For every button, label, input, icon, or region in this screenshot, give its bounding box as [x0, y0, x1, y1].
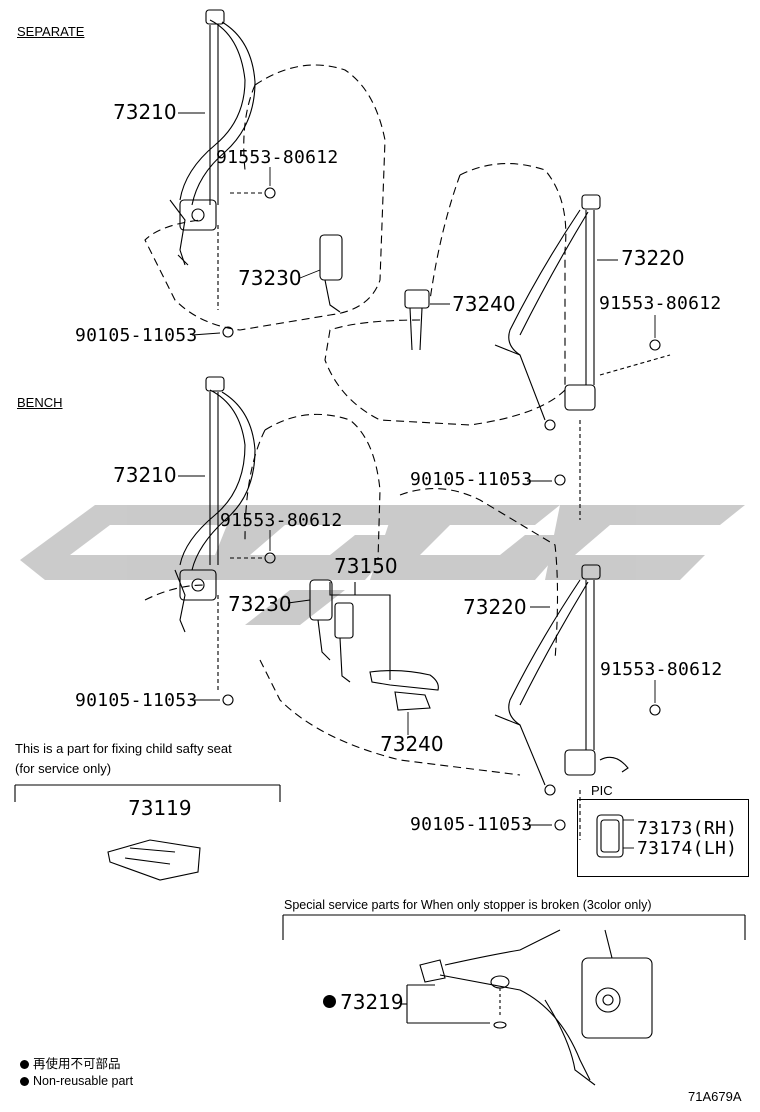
child-seat-note-line1: This is a part for fixing child safty se…: [15, 741, 232, 756]
diagram-code: 71A679A: [688, 1089, 742, 1104]
part-73220-bench: 73220: [463, 595, 527, 619]
part-73150: 73150: [334, 554, 398, 578]
part-73173-rh: 73173(RH): [637, 818, 738, 839]
pic-box: [577, 799, 749, 877]
separate-right-seat: [324, 163, 567, 426]
bench-buckles: [309, 579, 439, 711]
separate-buckle: [222, 234, 343, 338]
section-bench: BENCH: [17, 395, 63, 410]
pic-pad: [596, 814, 624, 858]
part-73210-bench: 73210: [113, 463, 177, 487]
part-73119: 73119: [128, 796, 192, 820]
special-service-bracket: [282, 914, 746, 1024]
legend-en-text: Non-reusable part: [33, 1074, 134, 1088]
part-90105-separate-left: 90105-11053: [75, 325, 198, 346]
bench-right-belt: [494, 474, 661, 840]
non-reusable-marker: [323, 995, 336, 1008]
part-73220-separate: 73220: [621, 246, 685, 270]
part-73174-lh: 73174(LH): [637, 838, 738, 859]
part-91553-separate-right: 91553-80612: [599, 293, 722, 314]
part-91553-bench-left: 91553-80612: [220, 510, 343, 531]
part-73230-separate: 73230: [238, 266, 302, 290]
part-73230-bench: 73230: [228, 592, 292, 616]
bench-seat: [144, 413, 559, 776]
part-73210-separate: 73210: [113, 100, 177, 124]
part-91553-separate-left: 91553-80612: [216, 147, 339, 168]
section-separate: SEPARATE: [17, 24, 85, 39]
part-73240-bench: 73240: [380, 732, 444, 756]
child-seat-note-line2: (for service only): [15, 761, 112, 776]
legend-dot-jp: [20, 1060, 29, 1070]
pic-label: PIC: [591, 783, 613, 798]
legend-en: Non-reusable part: [20, 1075, 133, 1088]
special-service-note: Special service parts for When only stop…: [284, 898, 652, 912]
separate-right-belt: [404, 194, 671, 520]
watermark-logo: [20, 505, 745, 625]
part-73240-separate: 73240: [452, 292, 516, 316]
legend-jp: 再使用不可部品: [20, 1058, 121, 1071]
part-90105-bench-upper: 90105-11053: [410, 469, 533, 490]
separate-left-belt: [169, 9, 276, 310]
part-90105-bench-right: 90105-11053: [410, 814, 533, 835]
legend-dot-en: [20, 1077, 29, 1087]
legend-jp-text: 再使用不可部品: [33, 1057, 121, 1071]
part-90105-bench-left: 90105-11053: [75, 690, 198, 711]
part-73219: 73219: [340, 990, 404, 1014]
bench-left-belt: [174, 376, 276, 706]
stopper-assembly: [419, 929, 653, 1086]
child-seat-bracket: [14, 784, 281, 881]
separate-left-seat: [144, 64, 386, 331]
part-91553-bench-right: 91553-80612: [600, 659, 723, 680]
